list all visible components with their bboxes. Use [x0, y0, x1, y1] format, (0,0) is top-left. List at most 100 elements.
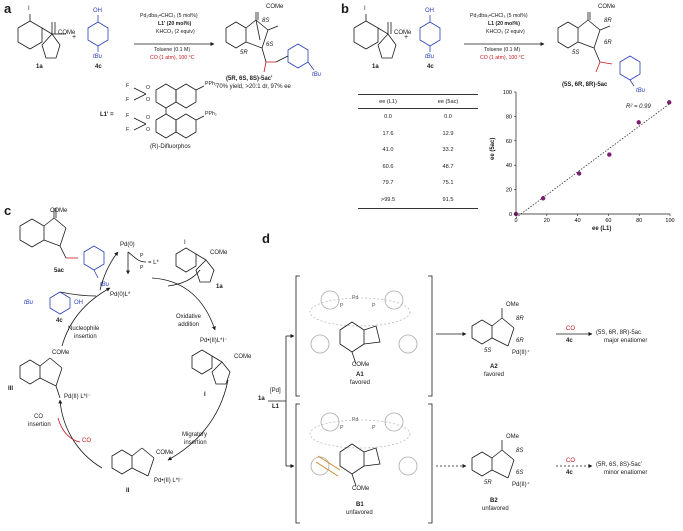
condition-co-a: CO (1 atm), 100 °C — [150, 55, 195, 61]
panel-letter-d: d — [262, 231, 270, 246]
d-B2-ome: OMe — [506, 434, 520, 440]
ligand-o2: O — [146, 97, 151, 103]
plus-sign-b: + — [404, 34, 409, 41]
selectivity-scheme — [268, 275, 593, 524]
d-A2-5s: 5S — [484, 348, 492, 354]
stereo-8r-b: 8R — [604, 18, 612, 24]
chart-y-tick-label: 40 — [506, 163, 512, 169]
table-row: 17.6 12.9 — [358, 126, 478, 143]
arrow-migratory-insertion — [167, 379, 229, 461]
substrate-1a-structure-b — [353, 14, 397, 59]
arrow-nucleophile-insertion — [61, 287, 111, 347]
d-A1-p2: P — [372, 303, 376, 309]
chart-xlabel: ee (L1) — [592, 226, 612, 232]
c-step-co-1: CO — [34, 414, 43, 420]
tbu-label-b: tBu — [425, 54, 435, 60]
table-cell: 79.7 — [382, 180, 394, 187]
arrow-oxidative-addition — [151, 277, 216, 331]
substrate-1a-label-b: 1a — [372, 64, 379, 70]
d-major-note: major enatiomer — [604, 338, 648, 344]
table-row: 41.0 33.2 — [358, 142, 478, 159]
table-cell: 48.7 — [442, 163, 454, 170]
phenol-4c-label-b: 4c — [427, 64, 434, 70]
d-A1-note: favored — [350, 380, 371, 386]
c-int-III-label: III — [8, 386, 14, 392]
chart-point — [667, 100, 672, 105]
table-cell: 33.2 — [442, 147, 454, 154]
table-cell: 17.6 — [382, 130, 394, 137]
table-cell: 41.0 — [382, 147, 394, 154]
tbu-product-label-b: tBu — [636, 88, 646, 94]
d-B1-ome: COMe — [352, 486, 370, 492]
c-p-atom-1: P — [140, 253, 144, 259]
c-int-II-ome: COMe — [156, 450, 174, 456]
c-4c-oh: OH — [74, 300, 83, 306]
d-B1-p1: P — [340, 425, 344, 431]
d-B1-label: B1 — [356, 502, 364, 508]
c-1a-ome: COMe — [210, 250, 228, 256]
stereo-5r-a: 5R — [240, 50, 248, 56]
d-B2-5r: 5R — [484, 480, 492, 486]
ligand-f2: F — [126, 97, 130, 103]
tbu-label-a: tBu — [93, 54, 103, 60]
c-co-reagent: CO — [82, 438, 91, 444]
product-ome-label-a: COMe — [266, 4, 284, 10]
c-int-II-pd: Pd•(II) L*I⁻ — [154, 478, 183, 484]
table-cell: 12.9 — [442, 130, 454, 137]
c-step-migratory-1: Migratory — [182, 432, 208, 438]
d-A2-ome: OMe — [506, 302, 520, 308]
chart-point — [576, 171, 582, 176]
chart-x-tick-label: 60 — [605, 218, 611, 224]
c-int-III-ome: COMe — [52, 350, 70, 356]
d-B2-pd: Pd(II)⁺ — [512, 482, 530, 488]
table-cell: 0.0 — [444, 114, 452, 121]
d-ligand: L1 — [272, 404, 280, 410]
condition-base-b: KHCO₃ (2 equiv) — [486, 29, 525, 35]
ligand-o3: O — [146, 115, 151, 121]
d-pd: [Pd] — [270, 388, 281, 394]
c-step-migratory-2: insertion — [184, 440, 207, 446]
c-p-atom-2: P — [140, 265, 144, 271]
iodo-label-b: I — [364, 6, 366, 12]
phenol-4c-structure-a — [87, 15, 109, 52]
d-B2-label: B2 — [490, 498, 498, 504]
stereo-6s-a: 6S — [266, 42, 274, 48]
oh-label-a: OH — [93, 8, 102, 14]
ligand-f3: F — [126, 113, 130, 119]
arrow-co-insertion — [58, 399, 103, 469]
d-A1-ome: COMe — [352, 362, 370, 368]
ligand-f4: F — [126, 127, 130, 133]
d-A2-8r: 8R — [516, 316, 524, 322]
condition-ligand-a: L1' (20 mol%) — [158, 21, 192, 27]
table-cell: 0.0 — [384, 114, 392, 121]
d-B2-6s: 6S — [516, 470, 524, 476]
ligand-name: (R)-Difluorphos — [150, 144, 191, 150]
arrow-4c-in — [59, 291, 97, 297]
d-4c-major: 4c — [566, 338, 573, 344]
c-product-ome: COMe — [50, 208, 68, 214]
ligand-f1: F — [126, 83, 130, 89]
substrate-1a-label-a: 1a — [36, 64, 43, 70]
tbu-product-label-a: tBu — [312, 72, 322, 78]
ome-label-a: COMe — [58, 30, 76, 36]
d-B1-pd: Pd — [352, 417, 359, 423]
phenol-4c-label-a: 4c — [95, 64, 102, 70]
ligand-label: L1' = — [100, 112, 114, 118]
chart-ylabel: ee (5ac) — [490, 137, 496, 160]
chart-y-tick-label: 60 — [506, 139, 512, 145]
d-B2-note: unfavored — [482, 506, 509, 512]
arrow-ligand-in — [127, 251, 147, 263]
c-ligand-eq: = L* — [148, 260, 159, 266]
iodo-label-a: I — [28, 6, 30, 12]
d-A2-pd: Pd(II)⁺ — [512, 350, 530, 356]
table-cell: 91.5 — [418, 191, 478, 209]
substrate-1a-structure-a — [17, 14, 66, 59]
condition-catalyst-a: Pd₂dba₃•CHCl₃ (5 mol%) — [140, 13, 198, 19]
chart-point — [636, 120, 641, 125]
stereo-6r-b: 6R — [604, 40, 612, 46]
c-int-I-pd: Pd•(II)L*I⁻ — [200, 338, 228, 344]
stereo-5s-b: 5S — [572, 50, 580, 56]
